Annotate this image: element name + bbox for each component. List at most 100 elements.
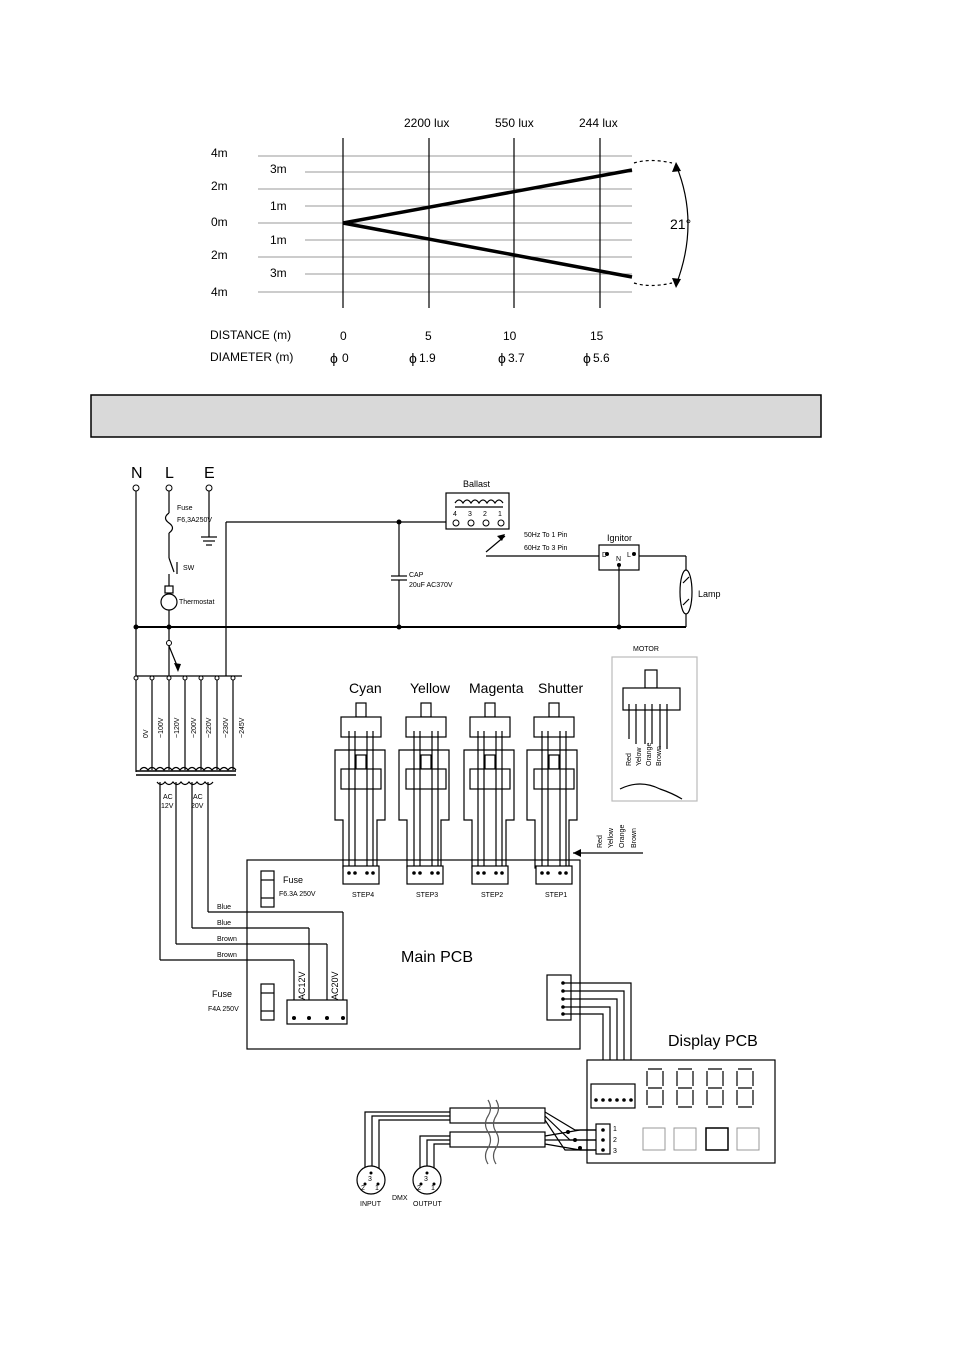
tap-230v: ~230V (223, 717, 230, 738)
motor-label-yellow: Yellow (410, 680, 451, 696)
inner-label-1m-bottom: 1m (270, 233, 287, 247)
left-label-4m-top: 4m (211, 146, 228, 160)
display-pcb-label: Display PCB (668, 1033, 758, 1050)
tap-100v: ~100V (158, 717, 165, 738)
output-label: OUTPUT (413, 1201, 443, 1208)
input-pin-1: 1 (375, 1185, 379, 1192)
motor-color-red: Red (626, 753, 633, 766)
diameter-2: 3.7 (508, 351, 525, 365)
diameter-3: 5.6 (593, 351, 610, 365)
pcb-fuse2-rating: F4A 250V (208, 1006, 239, 1013)
sw-label: SW (183, 565, 195, 572)
motor-inset: MOTOR Red Yelow Orange Brown (611, 646, 698, 802)
ballast-pin-2: 2 (483, 511, 487, 518)
freq-50hz: 50Hz To 1 Pin (524, 532, 568, 539)
tap-0v: 0V (143, 729, 150, 738)
stepper-motor-magenta: Magenta STEP2 (463, 680, 524, 899)
step-wire-orange: Orange (619, 825, 626, 848)
distance-0: 0 (340, 329, 347, 343)
step-label-1: STEP1 (545, 892, 567, 899)
input-pin-2: 2 (361, 1185, 365, 1192)
diameter-label: DIAMETER (m) (210, 350, 293, 364)
wiring-diagram: N L E Fuse F6,3A250V SW Thermostat (131, 465, 776, 1208)
lux-244: 244 lux (579, 116, 618, 130)
distance-10: 10 (503, 329, 517, 343)
ac20-line2: 20V (191, 803, 204, 810)
output-pin-3: 3 (424, 1176, 428, 1183)
pcb-wire-brown-1: Brown (217, 936, 237, 943)
inner-label-1m-top: 1m (270, 199, 287, 213)
freq-60hz: 60Hz To 3 Pin (524, 545, 568, 552)
motor-inset-title: MOTOR (633, 646, 659, 653)
left-label-0m: 0m (211, 215, 228, 229)
beam-diagram: 2200 lux 550 lux 244 lux 4m 2m 0m 2m 4m … (210, 116, 691, 366)
inner-label-3m-bottom: 3m (270, 266, 287, 280)
ballast-pin-3: 3 (468, 511, 472, 518)
stepper-motor-cyan: Cyan STEP4 (334, 680, 386, 899)
lux-550: 550 lux (495, 116, 534, 130)
mains-l-label: L (165, 465, 174, 482)
mains-e-label: E (204, 465, 215, 482)
ac12-line1: AC (163, 794, 173, 801)
dmx-pin-2: 2 (613, 1137, 617, 1144)
step-wire-brown: Brown (631, 828, 638, 848)
beam-angle: 21° (670, 216, 691, 232)
thermostat-label: Thermostat (179, 599, 214, 606)
fuse1-rating: F6,3A250V (177, 517, 212, 524)
diameter-0: 0 (342, 351, 349, 365)
conn-ac12: AC12V (297, 971, 307, 1000)
phi-symbol-2: ϕ (498, 350, 506, 366)
step-wire-yellow: Yellow (608, 827, 615, 848)
tap-200v: ~200V (191, 717, 198, 738)
main-pcb-label: Main PCB (401, 949, 473, 966)
lamp-label: Lamp (698, 589, 721, 599)
motor-color-yellow: Yelow (636, 747, 643, 766)
ignitor-pin-l: L (627, 552, 631, 559)
output-pin-2: 2 (417, 1185, 421, 1192)
dmx-pin-1: 1 (613, 1126, 617, 1133)
ignitor-label: Ignitor (607, 533, 632, 543)
cap-label: CAP (409, 572, 424, 579)
inner-label-3m-top: 3m (270, 162, 287, 176)
stepper-motor-yellow: Yellow STEP3 (398, 680, 451, 899)
ac12-line2: 12V (161, 803, 174, 810)
motor-label-shutter: Shutter (538, 680, 583, 696)
input-pin-3: 3 (368, 1176, 372, 1183)
distance-5: 5 (425, 329, 432, 343)
ballast-pin-4: 4 (453, 511, 457, 518)
motor-color-brown: Brown (656, 746, 663, 766)
input-label: INPUT (360, 1201, 382, 1208)
distance-label: DISTANCE (m) (210, 328, 291, 342)
motor-color-orange: Orange (646, 743, 653, 766)
diameter-1: 1.9 (419, 351, 436, 365)
cap-rating: 20uF AC370V (409, 582, 453, 589)
ac20-line1: AC (193, 794, 203, 801)
fuse1-label: Fuse (177, 505, 193, 512)
step-label-2: STEP2 (481, 892, 503, 899)
tap-220v: ~220V (206, 717, 213, 738)
pcb-wire-brown-2: Brown (217, 952, 237, 959)
ignitor-pin-d: D (602, 552, 607, 559)
lux-2200: 2200 lux (404, 116, 449, 130)
tap-120v: ~120V (174, 717, 181, 738)
left-label-2m-bottom: 2m (211, 248, 228, 262)
output-pin-1: 1 (431, 1185, 435, 1192)
left-label-2m-top: 2m (211, 179, 228, 193)
pcb-fuse1-label: Fuse (283, 875, 303, 885)
phi-symbol-3: ϕ (583, 350, 591, 366)
mains-n-label: N (131, 465, 143, 482)
dmx-label: DMX (392, 1195, 408, 1202)
pcb-fuse2-label: Fuse (212, 989, 232, 999)
phi-symbol-1: ϕ (409, 350, 417, 366)
tap-245v: ~245V (239, 717, 246, 738)
step-wire-red: Red (597, 835, 604, 848)
dmx-pin-3: 3 (613, 1148, 617, 1155)
ballast-label: Ballast (463, 479, 491, 489)
step-label-3: STEP3 (416, 892, 438, 899)
ballast-pin-1: 1 (498, 511, 502, 518)
pcb-fuse1-rating: F6.3A 250V (279, 891, 316, 898)
stepper-motor-shutter: Shutter STEP1 (526, 680, 583, 899)
ignitor-pin-n: N (616, 556, 621, 563)
pcb-wire-blue-2: Blue (217, 920, 231, 927)
